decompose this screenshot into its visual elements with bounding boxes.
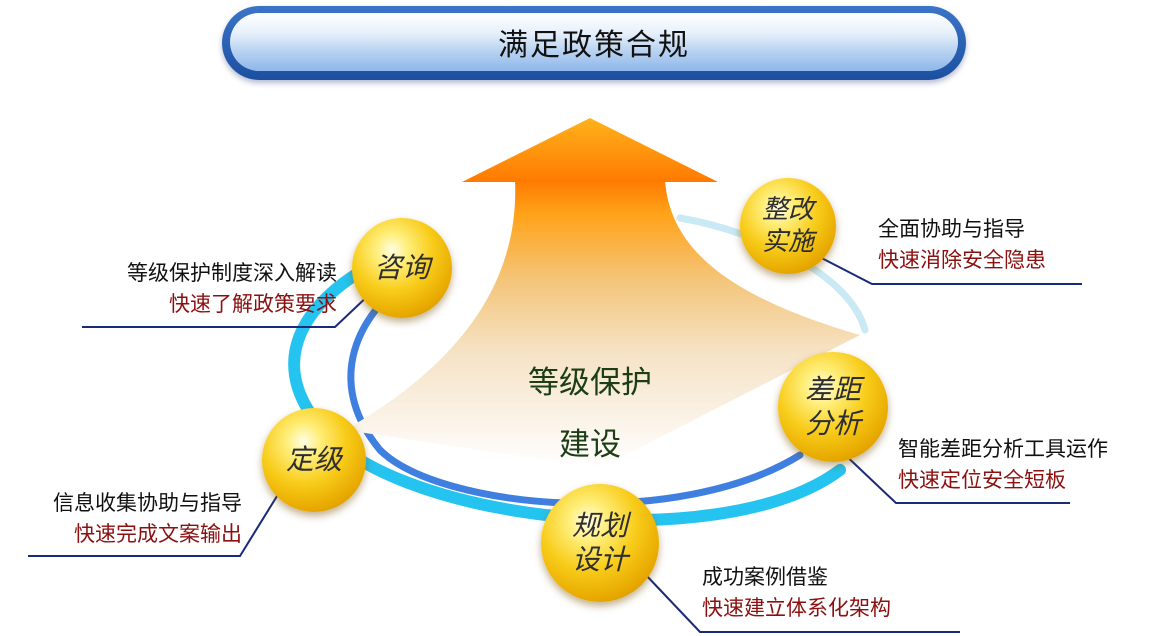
- note-rectify-line2: 快速消除安全隐患: [878, 248, 1046, 272]
- note-grading: 信息收集协助与指导 快速完成文案输出: [14, 488, 242, 550]
- note-gap-analysis: 智能差距分析工具运作 快速定位安全短板: [898, 434, 1108, 496]
- callout-gap: [839, 449, 1070, 504]
- callout-rectify: [805, 249, 1082, 285]
- title-banner: 满足政策合规: [222, 6, 966, 80]
- note-gap-analysis-line2: 快速定位安全短板: [898, 468, 1066, 492]
- node-rectify: 整改 实施: [740, 178, 836, 274]
- node-plan-design: 规划 设计: [541, 484, 659, 602]
- callout-grading: [28, 487, 283, 557]
- center-label-line2: 建设: [559, 427, 621, 463]
- note-rectify-line1: 全面协助与指导: [878, 217, 1025, 241]
- note-consult-line1: 等级保护制度深入解读: [127, 261, 337, 285]
- arrow-body: [345, 180, 860, 468]
- node-plan-design-label: 规划 设计: [571, 509, 628, 576]
- note-consult: 等级保护制度深入解读 快速了解政策要求: [82, 258, 337, 320]
- node-gap-analysis-label: 差距 分析: [804, 373, 861, 440]
- ring-inner-band: [347, 266, 804, 508]
- note-grading-line2: 快速完成文案输出: [74, 522, 242, 546]
- callout-consult: [82, 291, 373, 328]
- growth-arrow: [345, 118, 860, 468]
- node-grading-label: 定级: [285, 443, 342, 476]
- note-plan-design-line1: 成功案例借鉴: [702, 565, 828, 589]
- callout-plan: [644, 573, 960, 633]
- node-gap-analysis: 差距 分析: [778, 352, 888, 462]
- title-banner-inner: 满足政策合规: [230, 13, 958, 71]
- note-rectify: 全面协助与指导 快速消除安全隐患: [878, 214, 1046, 276]
- arrow-head: [462, 118, 718, 182]
- note-consult-line2: 快速了解政策要求: [169, 292, 337, 316]
- node-consult-label: 咨询: [373, 251, 430, 284]
- callout-lines: [28, 249, 1082, 633]
- note-grading-line1: 信息收集协助与指导: [53, 491, 242, 515]
- note-plan-design: 成功案例借鉴 快速建立体系化架构: [702, 562, 891, 624]
- center-label-line1: 等级保护: [528, 365, 652, 401]
- banner-title: 满足政策合规: [498, 28, 690, 63]
- note-plan-design-line2: 快速建立体系化架构: [702, 596, 891, 620]
- node-rectify-label: 整改 实施: [761, 195, 814, 257]
- note-gap-analysis-line1: 智能差距分析工具运作: [898, 437, 1108, 461]
- node-grading: 定级: [262, 408, 366, 512]
- node-consult: 咨询: [352, 218, 452, 318]
- center-label: 等级保护 建设: [480, 352, 700, 476]
